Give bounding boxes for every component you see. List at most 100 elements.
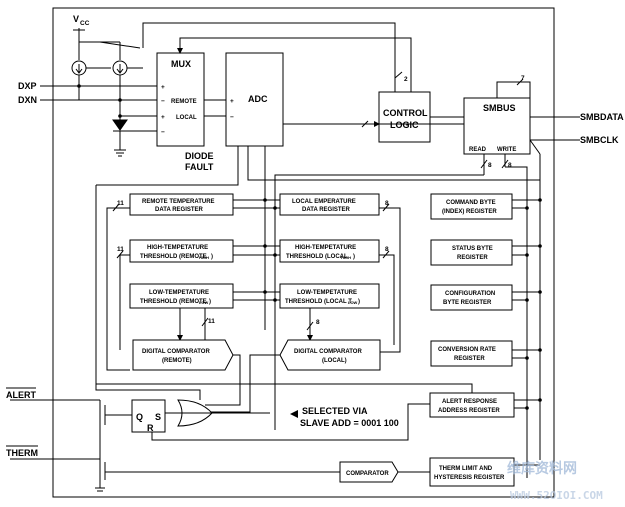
- svg-text:LOGIC: LOGIC: [390, 120, 419, 130]
- svg-text:WRITE: WRITE: [497, 147, 516, 153]
- digital-comparator-remote: DIGITAL COMPARATOR (REMOTE): [132, 339, 234, 371]
- current-source-1: [71, 60, 87, 76]
- svg-text:+: +: [161, 114, 165, 121]
- svg-text:8: 8: [488, 162, 492, 169]
- svg-text:DATA REGISTER: DATA REGISTER: [155, 207, 204, 213]
- svg-text:FAULT: FAULT: [185, 162, 214, 172]
- smbdata-pin: SMBDATA: [530, 112, 624, 122]
- conversion-rate-register: CONVERSION RATE REGISTER: [430, 340, 513, 367]
- svg-text:DIGITAL COMPARATOR: DIGITAL COMPARATOR: [142, 349, 210, 355]
- svg-text:维库资料网: 维库资料网: [507, 460, 577, 477]
- svg-text:HIGH: HIGH: [199, 255, 209, 260]
- svg-text:LOW-TEMPETATURE: LOW-TEMPETATURE: [149, 290, 209, 296]
- alert-response-register: ALERT RESPONSE ADDRESS REGISTER: [429, 392, 515, 418]
- svg-text:SELECTED VIA: SELECTED VIA: [302, 406, 368, 416]
- status-byte-register: STATUS BYTE REGISTER: [430, 239, 513, 266]
- svg-text:Q: Q: [136, 412, 143, 422]
- high-remote-register: HIGH-TEMPETATURE THRESHOLD (REMOTE HIGH …: [129, 239, 234, 263]
- svg-text:SMBCLK: SMBCLK: [580, 135, 619, 145]
- svg-text:11: 11: [117, 246, 124, 253]
- svg-text:LOCAL EMPERATURE: LOCAL EMPERATURE: [292, 199, 356, 205]
- chip-boundary: [52, 7, 555, 498]
- svg-text:HIGH: HIGH: [341, 255, 351, 260]
- local-temp-register: LOCAL EMPERATURE DATA REGISTER: [279, 193, 380, 216]
- svg-text:CC: CC: [80, 20, 90, 27]
- svg-text:COMMAND BYTE: COMMAND BYTE: [446, 200, 496, 206]
- svg-text:LOW-TEMPETATURE: LOW-TEMPETATURE: [297, 290, 357, 296]
- svg-text:THRESHOLD (REMOTE: THRESHOLD (REMOTE: [140, 254, 207, 260]
- therm-pin: THERM: [6, 445, 340, 480]
- svg-text:THERM: THERM: [6, 448, 38, 458]
- svg-text:+: +: [161, 84, 165, 91]
- svg-text:−: −: [161, 129, 165, 136]
- svg-text:CONVERSION RATE: CONVERSION RATE: [438, 347, 496, 353]
- svg-text:REGISTER: REGISTER: [454, 356, 485, 362]
- svg-text:(REMOTE): (REMOTE): [162, 358, 192, 364]
- svg-text:HYSTERESIS REGISTER: HYSTERESIS REGISTER: [434, 475, 505, 481]
- svg-text:(LOCAL): (LOCAL): [322, 358, 347, 364]
- adc-block: ADC + −: [225, 52, 284, 147]
- slave-address-note: SELECTED VIA SLAVE ADD = 0001 100: [290, 406, 399, 428]
- remote-temp-register: REMOTE TEMPERATURE DATA REGISTER: [129, 193, 234, 216]
- svg-text:R: R: [147, 423, 154, 433]
- svg-text:ADDRESS REGISTER: ADDRESS REGISTER: [438, 408, 500, 414]
- svg-text:): ): [211, 254, 213, 260]
- command-byte-register: COMMAND BYTE (INDEX) REGISTER: [430, 193, 513, 220]
- svg-text:STATUS BYTE: STATUS BYTE: [452, 246, 493, 252]
- svg-text:): ): [353, 254, 355, 260]
- svg-text:COMPARATOR: COMPARATOR: [346, 471, 389, 477]
- low-local-register: LOW-TEMPETATURE THRESHOLD (LOCAL T LOW ): [279, 283, 380, 309]
- svg-text:V: V: [73, 14, 79, 24]
- dxp-pin: DXP: [18, 81, 157, 91]
- svg-text:DXP: DXP: [18, 81, 37, 91]
- svg-text:SMBDATA: SMBDATA: [580, 112, 624, 122]
- svg-text:THRESHOLD (REMOTE: THRESHOLD (REMOTE: [140, 299, 207, 305]
- sr-latch: Q S R: [131, 399, 166, 433]
- svg-text:CONTROL: CONTROL: [383, 108, 428, 118]
- svg-text:7: 7: [521, 75, 525, 82]
- svg-text:READ: READ: [469, 147, 487, 153]
- mux-block: MUX + − REMOTE + LOCAL −: [156, 52, 205, 147]
- svg-text:S: S: [155, 412, 161, 422]
- control-logic-block: CONTROL LOGIC: [378, 91, 431, 143]
- svg-text:LOW: LOW: [199, 300, 209, 305]
- svg-text:DXN: DXN: [18, 95, 37, 105]
- alert-pin: ALERT: [6, 387, 132, 492]
- svg-text:+: +: [230, 98, 234, 105]
- svg-text:SMBUS: SMBUS: [483, 103, 516, 113]
- svg-text:ALERT: ALERT: [6, 390, 36, 400]
- svg-text:THERM LIMIT AND: THERM LIMIT AND: [439, 466, 493, 472]
- svg-text:THRESHOLD (LOCAL T: THRESHOLD (LOCAL T: [285, 299, 352, 305]
- svg-text:): ): [358, 299, 360, 305]
- junction-dots: [77, 84, 542, 410]
- digital-comparator-local: DIGITAL COMPARATOR (LOCAL): [279, 339, 381, 371]
- svg-text:HIGH-TEMPETATURE: HIGH-TEMPETATURE: [147, 245, 208, 251]
- svg-text:2: 2: [404, 76, 408, 83]
- therm-limit-register: THERM LIMIT AND HYSTERESIS REGISTER: [429, 457, 515, 487]
- svg-text:REGISTER: REGISTER: [457, 255, 488, 261]
- svg-text:BYTE REGISTER: BYTE REGISTER: [443, 300, 492, 306]
- svg-text:WWW.52OIOI.COM: WWW.52OIOI.COM: [510, 489, 603, 502]
- svg-text:DATA REGISTER: DATA REGISTER: [302, 207, 351, 213]
- smbus-block: SMBUS READ WRITE: [463, 97, 531, 155]
- configuration-byte-register: CONFIGURATION BYTE REGISTER: [430, 284, 513, 311]
- svg-text:MUX: MUX: [171, 59, 191, 69]
- smbclk-pin: SMBCLK: [530, 135, 619, 145]
- svg-text:LOW: LOW: [348, 300, 358, 305]
- svg-text:ALERT RESPONSE: ALERT RESPONSE: [442, 399, 497, 405]
- dxn-pin: DXN: [18, 95, 157, 105]
- svg-text:HIGH-TEMPETATURE: HIGH-TEMPETATURE: [295, 245, 356, 251]
- svg-text:SLAVE ADD = 0001 100: SLAVE ADD = 0001 100: [300, 418, 399, 428]
- svg-text:DIGITAL COMPARATOR: DIGITAL COMPARATOR: [294, 349, 362, 355]
- svg-text:8: 8: [508, 162, 512, 169]
- svg-text:REMOTE TEMPERATURE: REMOTE TEMPERATURE: [142, 199, 215, 205]
- svg-text:): ): [209, 299, 211, 305]
- svg-text:8: 8: [316, 319, 320, 326]
- svg-text:11: 11: [208, 318, 215, 325]
- svg-text:ADC: ADC: [248, 94, 268, 104]
- high-local-register: HIGH-TEMPETATURE THRESHOLD (LOCAL HIGH ): [279, 239, 380, 263]
- svg-text:CONFIGURATION: CONFIGURATION: [445, 291, 495, 297]
- diode-fault-label: DIODE FAULT: [185, 151, 214, 172]
- svg-text:REMOTE: REMOTE: [171, 99, 197, 105]
